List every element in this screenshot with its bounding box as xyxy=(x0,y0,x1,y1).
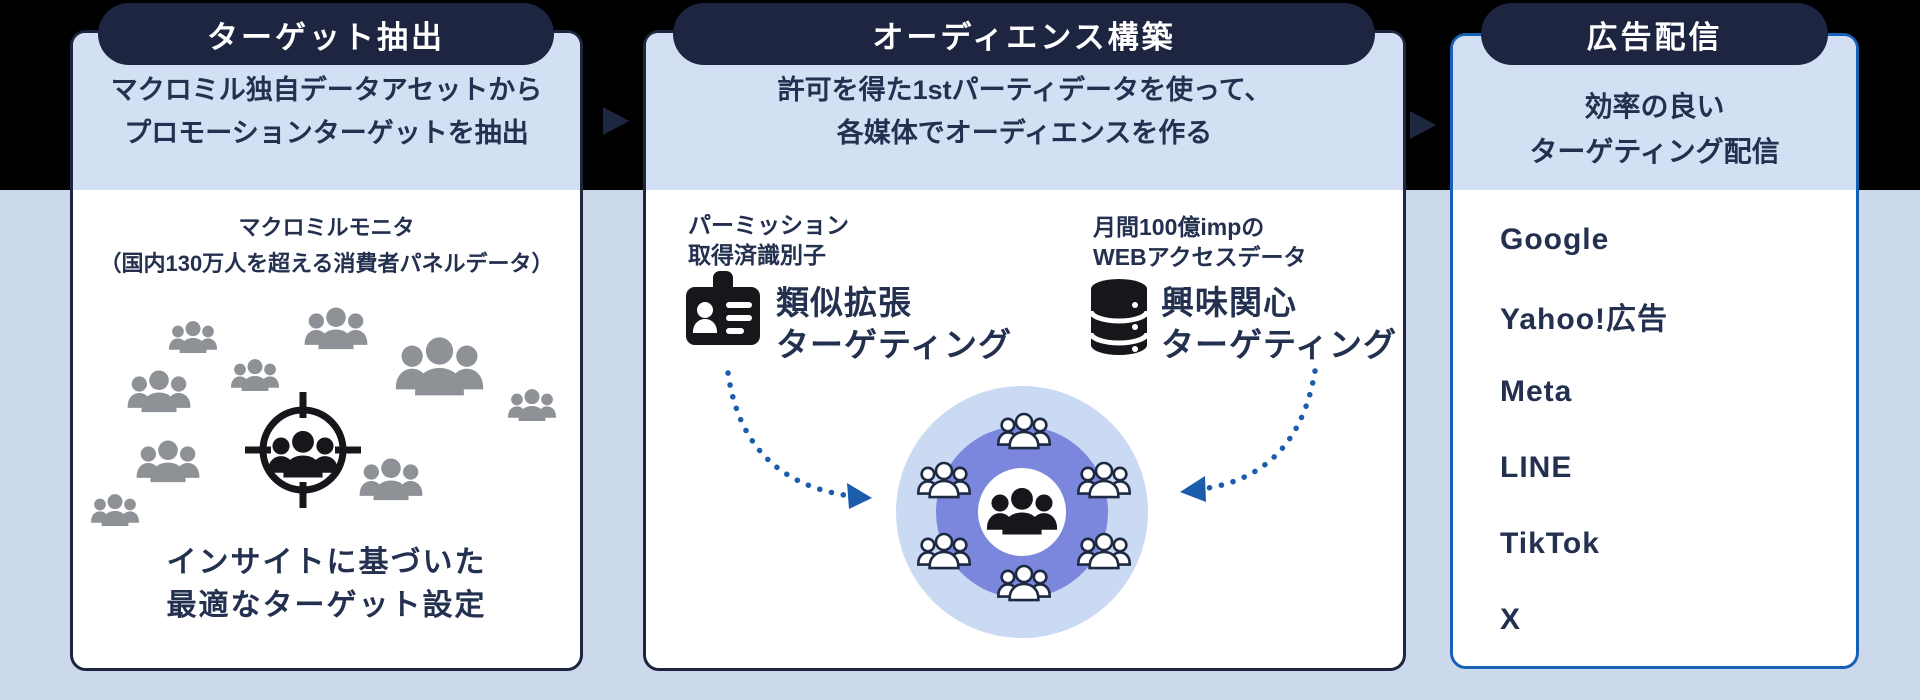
panel1-footer: インサイトに基づいた 最適なターゲット設定 xyxy=(166,546,487,622)
channel-item-x: X xyxy=(1500,603,1522,636)
panel3-title: 広告配信 xyxy=(1586,19,1723,55)
feature-left-note: パーミッション 取得済識別子 xyxy=(688,212,849,268)
channel-item-meta: Meta xyxy=(1500,375,1573,408)
panel1-title: ターゲット抽出 xyxy=(207,19,445,55)
people-group-icon xyxy=(134,438,202,487)
panel1-header-pill: ターゲット抽出 xyxy=(98,3,554,65)
flow-arrow-right-icon xyxy=(1410,111,1436,139)
people-group-icon xyxy=(916,461,972,501)
flow-arrow-right-icon xyxy=(603,107,629,135)
people-group-icon xyxy=(1076,461,1132,501)
panel-target-extraction: ターゲット抽出 マクロミル独自データアセットから プロモーションターゲットを抽出… xyxy=(70,3,583,671)
people-group-icon xyxy=(302,305,370,354)
people-group-icon xyxy=(167,319,219,357)
people-group-icon xyxy=(984,485,1060,540)
people-group-icon xyxy=(916,532,972,572)
panel-ad-delivery: 広告配信 効率の良い ターゲティング配信 Google Yahoo!広告 Met… xyxy=(1450,3,1859,669)
people-group-icon xyxy=(392,334,487,402)
audience-inner-circle xyxy=(978,468,1066,556)
channel-item-tiktok: TikTok xyxy=(1500,527,1600,560)
panel1-caption: マクロミルモニタ （国内130万人を超える消費者パネルデータ） xyxy=(99,215,554,276)
channel-item-line: LINE xyxy=(1500,451,1573,484)
panel2-header-pill: オーディエンス構築 xyxy=(673,3,1375,65)
people-group-icon xyxy=(996,412,1052,452)
database-icon xyxy=(1090,279,1148,355)
channel-item-yahoo: Yahoo!広告 xyxy=(1500,303,1669,336)
channel-item-google: Google xyxy=(1500,223,1610,256)
panel3-header-pill: 広告配信 xyxy=(1481,3,1828,65)
people-group-icon xyxy=(506,387,558,425)
people-group-icon xyxy=(89,492,141,530)
feature-right-note: 月間100億impの WEBアクセスデータ xyxy=(1093,214,1307,270)
people-group-icon xyxy=(1076,532,1132,572)
panel2-title: オーディエンス構築 xyxy=(872,19,1176,55)
people-group-icon xyxy=(996,564,1052,604)
feature-right-title: 興味関心 ターゲティング xyxy=(1161,284,1398,363)
id-card-icon xyxy=(686,271,760,345)
panel3-subtitle: 効率の良い ターゲティング配信 xyxy=(1529,91,1780,167)
target-crosshair-icon xyxy=(245,392,361,508)
people-group-icon xyxy=(125,368,193,417)
people-group-icon xyxy=(357,456,425,505)
panel-audience-building: オーディエンス構築 許可を得た1stパーティデータを使って、 各媒体でオーディエ… xyxy=(643,3,1406,671)
feature-left-title: 類似拡張 ターゲティング xyxy=(776,284,1013,363)
panel2-subtitle: 許可を得た1stパーティデータを使って、 各媒体でオーディエンスを作る xyxy=(777,75,1272,148)
channel-list: Google Yahoo!広告 Meta LINE TikTok X xyxy=(1500,202,1846,658)
panel1-subtitle: マクロミル独自データアセットから プロモーションターゲットを抽出 xyxy=(110,75,543,148)
